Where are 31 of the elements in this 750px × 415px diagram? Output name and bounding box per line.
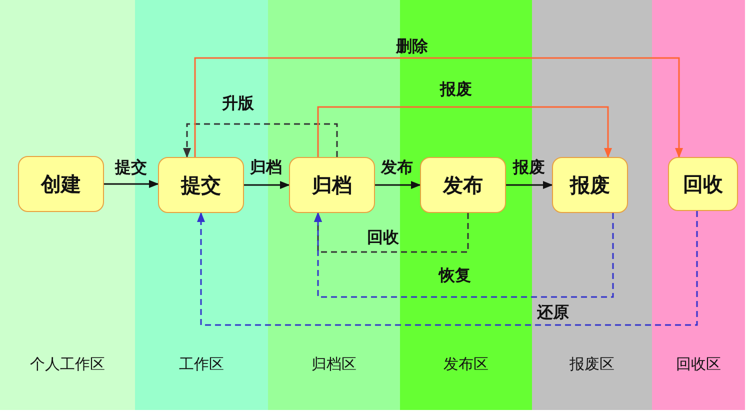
lane-title: 发布区 bbox=[442, 355, 490, 374]
process-box: 报废 bbox=[552, 157, 628, 213]
arrow bbox=[375, 181, 421, 189]
edge-label: 报废 bbox=[440, 80, 472, 100]
edge-label: 恢复 bbox=[439, 266, 471, 286]
arrow bbox=[317, 106, 612, 158]
process-box: 发布 bbox=[420, 157, 506, 213]
lane-title: 归档区 bbox=[310, 355, 358, 374]
arrow bbox=[244, 181, 290, 189]
edge-label: 升版 bbox=[222, 94, 254, 114]
edge-label: 删除 bbox=[396, 36, 428, 58]
process-box: 回收 bbox=[668, 157, 738, 211]
arrow bbox=[506, 181, 553, 189]
swimlane-band bbox=[652, 0, 745, 410]
process-box: 创建 bbox=[18, 156, 104, 212]
lane-title: 工作区 bbox=[178, 355, 225, 374]
lane-title: 回收区 bbox=[675, 355, 722, 374]
arrow bbox=[194, 57, 683, 158]
arrow bbox=[104, 180, 159, 188]
edge-label: 发布 bbox=[381, 158, 413, 178]
process-box: 归档 bbox=[289, 157, 375, 213]
arrow bbox=[183, 123, 338, 158]
edge-label: 还原 bbox=[537, 302, 569, 324]
lane-title: 个人工作区 bbox=[29, 355, 106, 374]
edge-label: 回收 bbox=[367, 228, 399, 248]
arrow bbox=[197, 211, 698, 326]
edge-label: 提交 bbox=[115, 158, 147, 178]
edge-label: 归档 bbox=[250, 158, 282, 178]
arrow bbox=[314, 212, 614, 298]
process-box: 提交 bbox=[158, 157, 244, 213]
lane-title: 报废区 bbox=[568, 355, 616, 374]
